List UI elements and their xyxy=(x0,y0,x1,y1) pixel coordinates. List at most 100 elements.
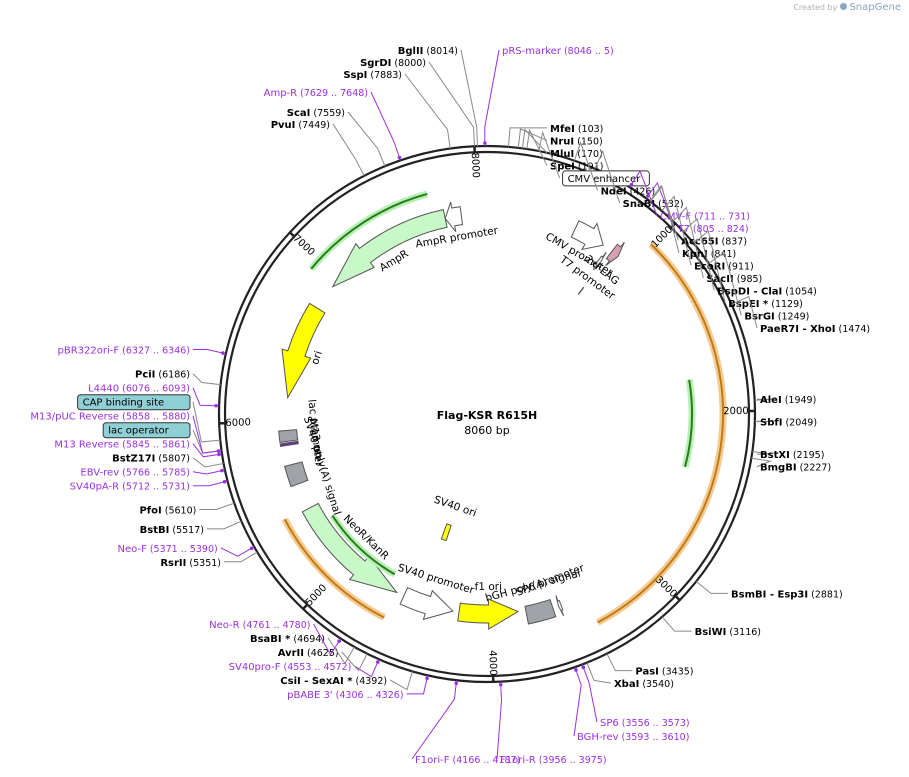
amp-r-primer-mark xyxy=(397,155,402,160)
pbr322ori-f-label: pBR322ori-F (6327 .. 6346) xyxy=(58,345,191,356)
pcii-label: PciI (6186) xyxy=(135,370,190,381)
sv40-ori-feature-label: SV40 ori xyxy=(432,494,478,520)
kpni-label: KpnI (841) xyxy=(682,249,736,260)
acc65i-leader xyxy=(649,184,679,241)
kpni-leader xyxy=(649,185,680,254)
neo-f-leader xyxy=(220,546,255,557)
sp6-leader xyxy=(581,664,598,723)
scai-leader xyxy=(347,111,386,167)
cmv-f-primer-mark xyxy=(629,182,634,187)
cmv-enhancer-label: CMV enhancer xyxy=(568,174,642,185)
green-line-feature xyxy=(310,192,428,270)
tick-label-4000: 4000 xyxy=(487,650,499,676)
sv40pro-f-leader xyxy=(354,659,380,678)
orf-feature xyxy=(283,518,385,619)
sv40pro-f-label: SV40pro-F (4553 .. 4572) xyxy=(229,662,352,673)
avrii-label: AvrII (4625) xyxy=(278,648,339,659)
pbabe-3-label: pBABE 3' (4306 .. 4326) xyxy=(287,690,403,701)
orf-feature-halo xyxy=(596,241,727,626)
tick-5000 xyxy=(301,603,309,611)
plasmid-name: Flag-KSR R615H xyxy=(437,409,538,422)
prs-marker-leader xyxy=(484,49,500,147)
rsrii-leader xyxy=(223,551,258,563)
sacii-leader xyxy=(672,206,704,279)
bstxi-leader xyxy=(752,450,772,455)
tick-label-7000: 7000 xyxy=(290,233,316,258)
amp-r-leader xyxy=(370,91,401,161)
bstz17i-leader xyxy=(192,457,224,468)
t7-primer-mark xyxy=(646,194,650,198)
alei-label: AleI (1949) xyxy=(760,395,816,406)
bsabi-label: BsaBI * (4694) xyxy=(250,634,325,645)
tick-label-6000: 6000 xyxy=(225,417,251,429)
bsiwi-leader xyxy=(661,616,692,632)
l4440-leader xyxy=(192,387,220,407)
mfei-label: MfeI (103) xyxy=(550,124,603,135)
tick-7000 xyxy=(288,230,296,239)
sv40pro-f-primer-mark xyxy=(376,660,380,664)
bgh-rev-primer-mark xyxy=(574,668,578,672)
mfei-leader xyxy=(507,127,547,147)
bgh-rev-label: BGH-rev (3593 .. 3610) xyxy=(577,732,689,743)
pvui-label: PvuI (7449) xyxy=(271,120,330,131)
pvui-leader xyxy=(332,123,365,177)
tick-label-8000: 8000 xyxy=(469,152,481,178)
2xflag-feature xyxy=(605,241,625,266)
avrii-leader xyxy=(341,651,368,672)
ampr-feature xyxy=(331,209,448,288)
f1ori-r-leader xyxy=(496,681,503,760)
sv40-poly-a-signal-feature xyxy=(284,461,309,488)
ebv-rev-label: EBV-rev (5766 .. 5785) xyxy=(80,468,190,479)
l4440-label: L4440 (6076 .. 6093) xyxy=(88,384,190,395)
snapgene-credit: Created by SnapGene xyxy=(793,2,901,13)
csii-sexai-leader xyxy=(389,671,413,691)
backbone xyxy=(217,144,757,684)
sgrdi-leader xyxy=(428,61,475,147)
bsrgi-leader xyxy=(708,251,742,316)
m13-puc-reverse-primer-mark xyxy=(216,449,221,453)
sv40-promoter-feature xyxy=(399,587,454,621)
pbr322ori-f-leader xyxy=(193,348,226,355)
amp-r-label: Amp-R (7629 .. 7648) xyxy=(264,88,368,99)
f1-ori-feature-label: f1 ori xyxy=(475,581,502,593)
nrui-leader xyxy=(517,128,548,148)
bstbi-label: BstBI (5517) xyxy=(140,525,204,536)
f1ori-f-primer-mark xyxy=(454,681,459,686)
t7-label: T7 (805 .. 824) xyxy=(676,224,748,235)
f1ori-f-leader xyxy=(411,680,458,760)
snabi-label: SnaBI (532) xyxy=(623,199,684,210)
cmv-enhancer-box xyxy=(562,170,650,187)
sv40pa-r-primer-mark xyxy=(222,479,227,484)
sv40pa-r-label: SV40pA-R (5712 .. 5731) xyxy=(70,482,190,493)
sp6-primer-mark xyxy=(581,665,586,670)
m13-reverse-label: M13 Reverse (5845 .. 5861) xyxy=(54,440,190,451)
sacii-label: SacII (985) xyxy=(706,274,762,285)
bsabi-leader xyxy=(327,637,355,665)
orf-feature xyxy=(597,243,724,624)
xbai-leader xyxy=(586,662,612,684)
neo-f-primer-mark xyxy=(249,546,254,551)
pasi-leader xyxy=(606,653,633,672)
bspei-label: BspEI * (1129) xyxy=(728,299,803,310)
bmgbi-leader xyxy=(751,457,772,468)
neor-kanr-feature xyxy=(301,502,399,594)
sv40pa-r-leader xyxy=(193,480,228,487)
scai-label: ScaI (7559) xyxy=(287,108,345,119)
bglii-label: BglII (8014) xyxy=(398,46,458,57)
spei-leader xyxy=(526,128,548,166)
neo-f-label: Neo-F (5371 .. 5390) xyxy=(118,544,218,555)
m13-puc-reverse-leader xyxy=(192,415,222,454)
ecori-leader xyxy=(661,195,692,266)
kozak-sequence-feature xyxy=(577,286,585,295)
l4440-primer-mark xyxy=(214,403,218,408)
lac-promoter-feature xyxy=(278,429,299,443)
ndei-label: NdeI (426) xyxy=(601,186,656,197)
paer7i-xhoi-leader xyxy=(731,295,758,329)
t7-promoter-feature xyxy=(592,251,607,271)
sbfi-leader xyxy=(754,420,774,423)
rsrii-label: RsrII (5351) xyxy=(160,558,221,569)
ori-feature-label: ori xyxy=(309,349,325,366)
xbai-label: XbaI (3540) xyxy=(614,679,674,690)
sp6-promoter-feature xyxy=(555,595,565,617)
nrui-label: NruI (150) xyxy=(550,136,603,147)
